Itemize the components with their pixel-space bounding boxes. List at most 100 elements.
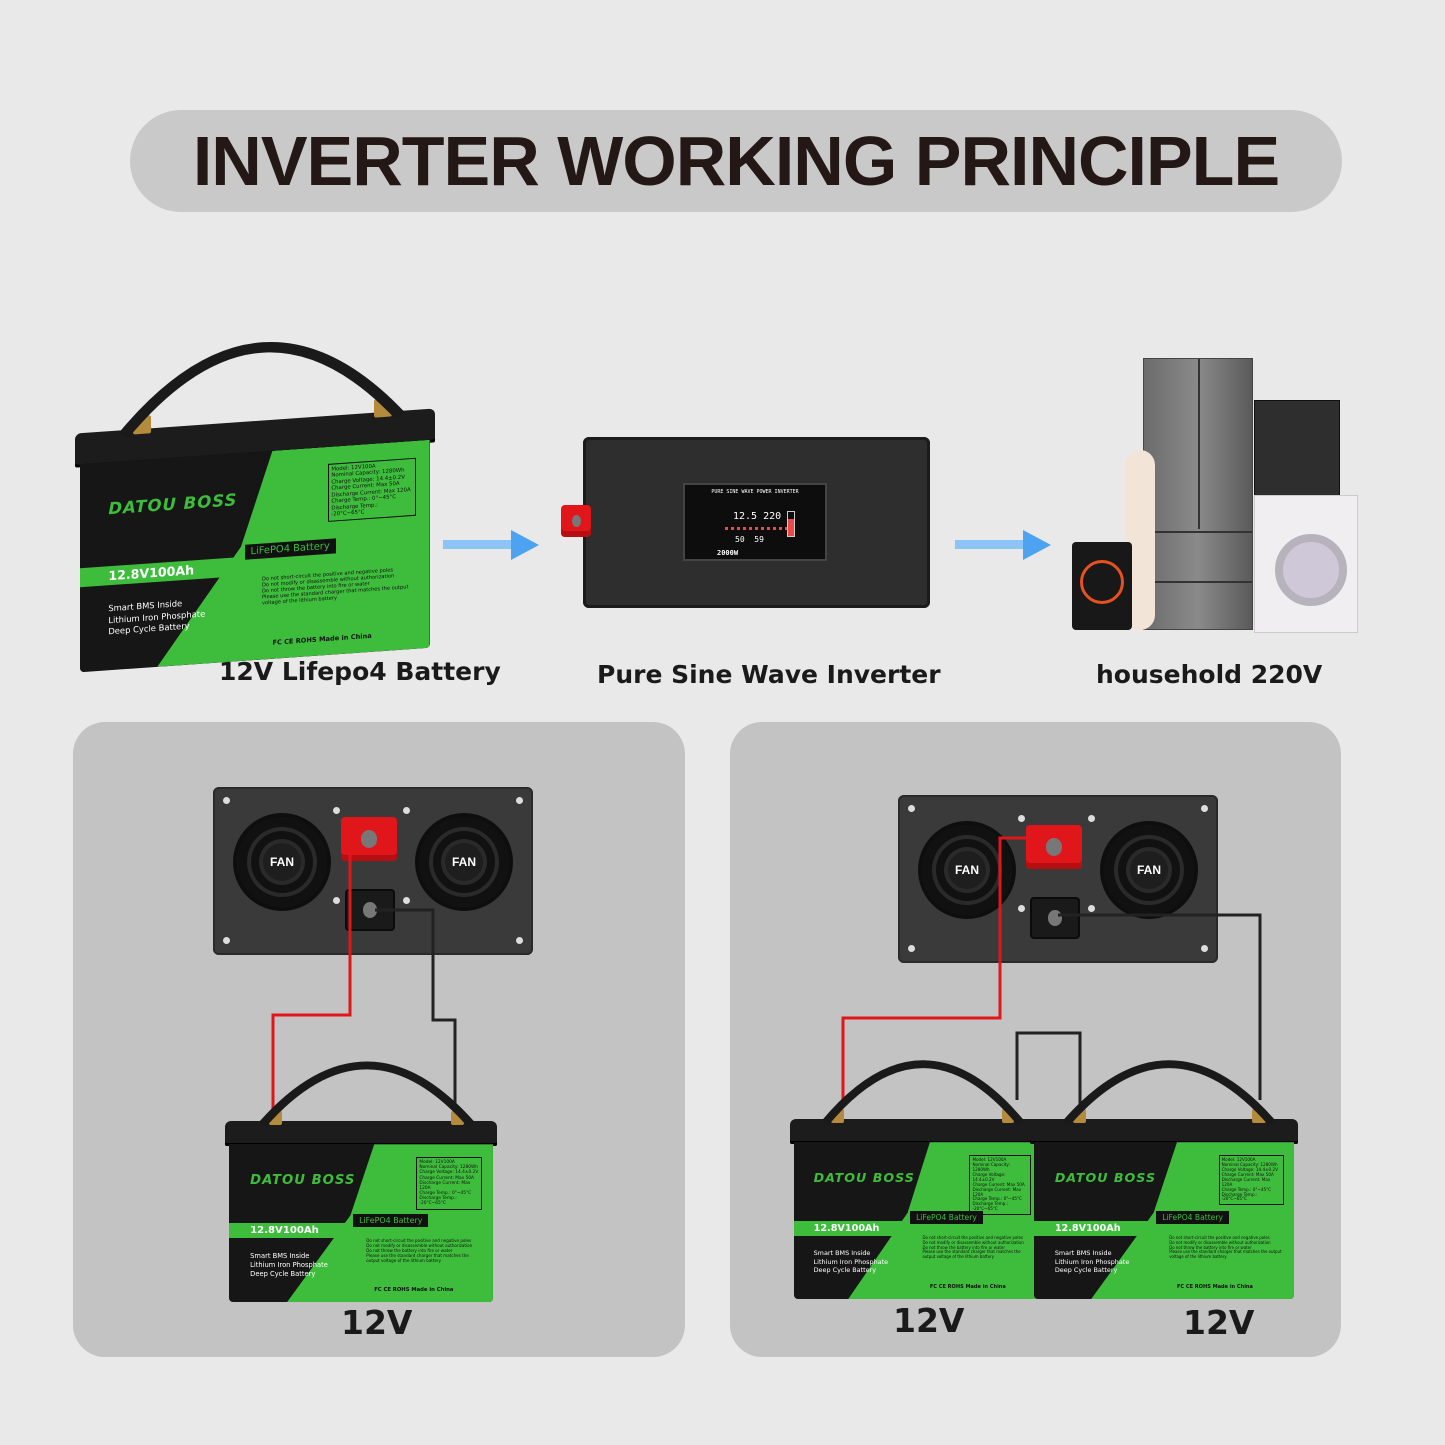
inverter-rear-panel: FAN FAN [213,787,533,955]
positive-wire [271,840,352,1110]
feature: Lithium Iron Phosphate [250,1260,328,1269]
battery-handle [821,1060,1024,1126]
inverter-display: PURE SINE WAVE POWER INVERTER 12.5 220 5… [683,483,827,561]
fan-label: FAN [955,863,979,877]
feature: Smart BMS Inside [250,1251,310,1260]
voltage-label: 12V [893,1301,965,1340]
screw [908,945,915,952]
refrigerator [1143,358,1253,630]
capacity-label: 12.8V100Ah [793,1220,906,1236]
screw [333,897,340,904]
screw [1018,815,1025,822]
capacity-label: 12.8V100Ah [1034,1220,1151,1236]
positive-terminal [1026,825,1082,869]
battery-single: DATOU BOSS 12.8V100Ah LiFePO4 Battery Sm… [225,1061,497,1302]
warning: Do not throw the battery into fire or wa… [366,1247,453,1253]
fan-label: FAN [452,855,476,869]
negative-wire [1058,913,1262,1100]
arrow-right-icon [955,530,1051,560]
feature: Deep Cycle Battery [1054,1266,1118,1275]
warning: Please use the standard charger that mat… [366,1252,469,1263]
battery-case: DATOU BOSS 12.8V100Ah LiFePO4 Battery Sm… [793,1142,1042,1299]
feature-list: Smart BMS Inside Lithium Iron Phosphate … [1055,1249,1129,1275]
screw [223,937,230,944]
voltage-label: 12V [1183,1303,1255,1342]
spec-box: Model: 12V100A Nominal Capacity: 1280Wh … [416,1156,483,1210]
warning: Please use the standard charger that mat… [1169,1249,1282,1260]
battery-handle [119,342,405,439]
spec: Discharge Temp.: -20°C~65°C [972,1201,1009,1212]
fan-label: FAN [270,855,294,869]
inverter-rear-panel: FAN FAN [898,795,1218,963]
fan-icon: FAN [1100,821,1198,919]
cert-marks: FC CE ROHS Made in China [374,1287,453,1293]
certs: FC CE ROHS [1176,1283,1211,1290]
origin: Made in China [965,1283,1006,1290]
origin: Made in China [1212,1283,1253,1290]
battery-handle [258,1061,475,1128]
battery-case: DATOU BOSS 12.8V100Ah LiFePO4 Battery Sm… [229,1144,493,1302]
brand-logo: DATOU BOSS [1054,1170,1157,1186]
feature: Deep Cycle Battery [250,1269,316,1278]
spec: Discharge Temp.: -20°C~65°C [419,1196,457,1207]
spec: Discharge Current: Max 120A [1221,1176,1271,1187]
household-appliances [1070,355,1360,635]
warning: Please use the standard charger that mat… [922,1249,1021,1260]
feature-list: Smart BMS Inside Lithium Iron Phosphate … [814,1249,888,1275]
arrow-right-icon [443,530,539,560]
feature-list: Smart BMS Inside Lithium Iron Phosphate … [250,1252,328,1279]
screw [333,807,340,814]
warning: Do not throw the battery into fire or wa… [1169,1244,1252,1250]
battery-case: DATOU BOSS 12.8V100Ah LiFePO4 Battery Sm… [1034,1142,1294,1299]
screw [403,807,410,814]
battery-lid [1030,1118,1298,1145]
spec: Charge Current: Max 50A [419,1175,475,1181]
spec: Discharge Current: Max 120A [419,1180,471,1191]
warning-text: Do not short-circuit the positive and ne… [1169,1236,1283,1259]
chemistry-label: LiFePO4 Battery [910,1211,983,1225]
screw [1088,905,1095,912]
spec: Nominal Capacity: 1280Wh [419,1165,478,1171]
washing-machine [1254,495,1358,633]
battery-parallel-2: DATOU BOSS 12.8V100Ah LiFePO4 Battery Sm… [1030,1060,1298,1299]
screw [908,805,915,812]
feature: Smart BMS Inside [813,1248,871,1257]
battery-handle [1063,1060,1276,1126]
negative-terminal [1030,897,1080,939]
spec: Charge Temp.: 0°~45°C [1221,1186,1272,1192]
screw [1018,905,1025,912]
battery-level-icon [787,511,795,537]
spec: Discharge Temp.: -20°C~65°C [1221,1191,1258,1202]
fan-label: FAN [1137,863,1161,877]
spec: Charge Current: Max 50A [1221,1171,1274,1177]
battery-lid [225,1120,497,1147]
brand-logo: DATOU BOSS [813,1170,915,1186]
spec-box: Model: 12V100A Nominal Capacity: 1280Wh … [969,1154,1032,1216]
battery-caption: 12V Lifepo4 Battery [219,657,501,686]
certs: FC CE ROHS [929,1283,964,1290]
spec: Charge Voltage: 14.4±0.2V [1221,1166,1278,1172]
spec: Discharge Current: Max 120A [972,1186,1022,1197]
input-voltage: 12.5 [733,511,758,522]
warning: Do not short-circuit the positive and ne… [1169,1235,1270,1241]
origin: Made in China [411,1286,454,1293]
warning: Do not modify or disassemble without aut… [366,1242,473,1248]
spec: Model: 12V100A [1221,1156,1256,1162]
inverter-caption: Pure Sine Wave Inverter [597,660,941,689]
spec: Charge Voltage: 14.4±0.2V [972,1171,1006,1182]
spec: Charge Voltage: 14.4±0.2V [419,1170,479,1176]
battery-lid [790,1118,1045,1145]
fan-icon: FAN [415,813,513,911]
certs: FC CE ROHS [374,1286,410,1293]
negative-wire [375,908,457,1105]
temperature: 59 [754,535,764,544]
inverter-positive-terminal [561,505,591,537]
display-header: PURE SINE WAVE POWER INVERTER [711,489,799,495]
cert-marks: FC CE ROHS Made in China [1177,1284,1253,1290]
warning-text: Do not short-circuit the positive and ne… [366,1238,482,1263]
spec: Nominal Capacity: 1280Wh [1221,1161,1278,1167]
inverter-unit: PURE SINE WAVE POWER INVERTER 12.5 220 5… [561,437,930,608]
warning: Do not modify or disassemble without aut… [922,1239,1024,1245]
capacity-label: 12.8V100Ah [229,1223,348,1239]
